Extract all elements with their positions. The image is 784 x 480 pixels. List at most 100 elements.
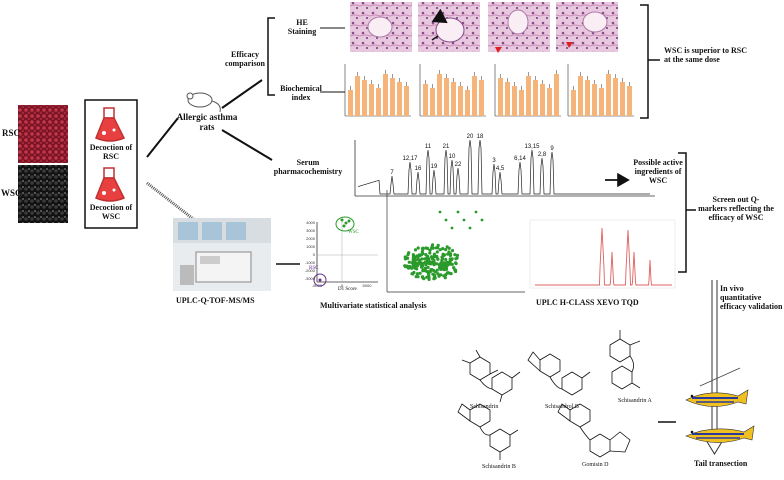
peak-label: 3 xyxy=(492,158,496,164)
efficacy-bracket xyxy=(267,17,275,96)
peak-label: 13,15 xyxy=(524,144,540,150)
peak-label: 10 xyxy=(449,154,456,160)
bar xyxy=(444,78,449,116)
peak-label: 6,14 xyxy=(514,156,526,162)
biochemical-bar-panels xyxy=(344,64,634,117)
loadings-plot xyxy=(386,190,525,293)
bar xyxy=(348,90,353,116)
peak-label: 9 xyxy=(550,146,554,152)
bar xyxy=(585,80,590,116)
flask-rsc-icon xyxy=(95,107,126,142)
score-tick-y: -1000 xyxy=(305,260,316,265)
label-in-vivo: In vivo quantitative efficacy validation xyxy=(720,284,783,312)
connector-to-rats xyxy=(146,117,179,158)
bar xyxy=(458,86,463,116)
bar xyxy=(547,88,552,116)
peak-label: 19 xyxy=(431,164,438,170)
bar xyxy=(533,80,538,116)
bar xyxy=(451,82,456,116)
label-plot-rsc: RSC xyxy=(309,266,319,271)
bar xyxy=(376,88,381,116)
label-serum-pharmacochemistry: Serum pharmacochemistry xyxy=(273,158,343,177)
bar xyxy=(397,82,402,116)
label-tail-transection: Tail transection xyxy=(694,459,748,468)
bar xyxy=(404,86,409,116)
bar xyxy=(578,76,583,116)
bar xyxy=(613,78,618,116)
label-decoction-wsc: Decoction of WSC xyxy=(89,203,133,222)
score-tick-y: -2000 xyxy=(305,268,316,273)
peak-label: 20 xyxy=(467,134,474,140)
bar xyxy=(519,90,524,116)
bar xyxy=(554,74,559,116)
bar xyxy=(540,84,545,116)
bar xyxy=(526,76,531,116)
label-wsc: WSC xyxy=(1,188,22,198)
wsc-herb-image xyxy=(18,165,68,223)
superior-bracket xyxy=(640,4,660,119)
chemical-structures xyxy=(457,330,641,460)
tqd-chromatogram xyxy=(529,219,676,289)
bar xyxy=(627,86,632,116)
label-possible-active: Possible active ingredients of WSC xyxy=(633,158,683,186)
zebrafish-icon-2 xyxy=(685,425,755,443)
connector-rats-efficacy xyxy=(221,79,263,109)
bar xyxy=(599,88,604,116)
bar xyxy=(498,78,503,116)
bar xyxy=(383,74,388,116)
score-tick-y: 2000 xyxy=(306,236,316,241)
score-tick-y: 4000 xyxy=(306,220,316,225)
score-tick-y: 3000 xyxy=(306,228,316,233)
bar xyxy=(620,82,625,116)
label-rsc: RSC xyxy=(2,128,21,138)
uplc-instrument-photo xyxy=(173,218,271,291)
bar xyxy=(362,80,367,116)
peak-label: 18 xyxy=(477,134,484,140)
label-efficacy-comparison: Efficacy comparison xyxy=(225,50,265,69)
compound-schisandrin: Schisandrin xyxy=(470,404,499,410)
bar xyxy=(592,84,597,116)
bar xyxy=(505,82,510,116)
rat-icon xyxy=(186,92,221,113)
he-staining-panels xyxy=(350,2,618,53)
bar xyxy=(571,90,576,116)
peak-label: 22 xyxy=(455,162,462,168)
connector-rats-serum xyxy=(221,129,273,161)
label-screen-out: Screen out Q- markers reflecting the eff… xyxy=(698,195,774,223)
peak-label: 2,8 xyxy=(538,152,547,158)
bar xyxy=(390,78,395,116)
bar xyxy=(472,76,477,116)
label-d1-score: D1 Score xyxy=(338,287,357,292)
label-biochemical-index: Biochemical index xyxy=(280,84,322,103)
label-wsc-superior: WSC is superior to RSC at the same dose xyxy=(664,46,747,65)
compound-schisandrol-b: Schisandrol B xyxy=(545,404,579,410)
bar xyxy=(369,84,374,116)
screen-bracket xyxy=(678,152,696,273)
bar xyxy=(479,80,484,116)
label-uplc-qtof: UPLC-Q-TOF-MS/MS xyxy=(176,296,255,305)
bar xyxy=(512,86,517,116)
score-tick-x: 5000 xyxy=(363,283,373,288)
score-tick-y: 1000 xyxy=(306,244,316,249)
peak-label: 21 xyxy=(443,144,450,150)
label-plot-wsc: WSC xyxy=(348,230,359,235)
label-uplc-hclass: UPLC H-CLASS XEVO TQD xyxy=(536,298,639,307)
peak-label: 16 xyxy=(415,166,422,172)
peak-label: 11 xyxy=(425,144,432,150)
score-tick-y: -3000 xyxy=(305,276,316,281)
down-arrow xyxy=(705,280,724,455)
label-he-staining: HE Staining xyxy=(287,18,317,37)
flask-wsc-icon xyxy=(95,167,126,202)
bar xyxy=(465,90,470,116)
peak-label: 4,5 xyxy=(496,166,505,172)
bar xyxy=(430,88,435,116)
bar xyxy=(423,84,428,116)
compound-schisandrin-a: Schisandrin A xyxy=(618,398,652,404)
label-multivariate: Multivariate statistical analysis xyxy=(320,301,427,310)
compound-schisandrin-b: Schisandrin B xyxy=(482,464,516,470)
